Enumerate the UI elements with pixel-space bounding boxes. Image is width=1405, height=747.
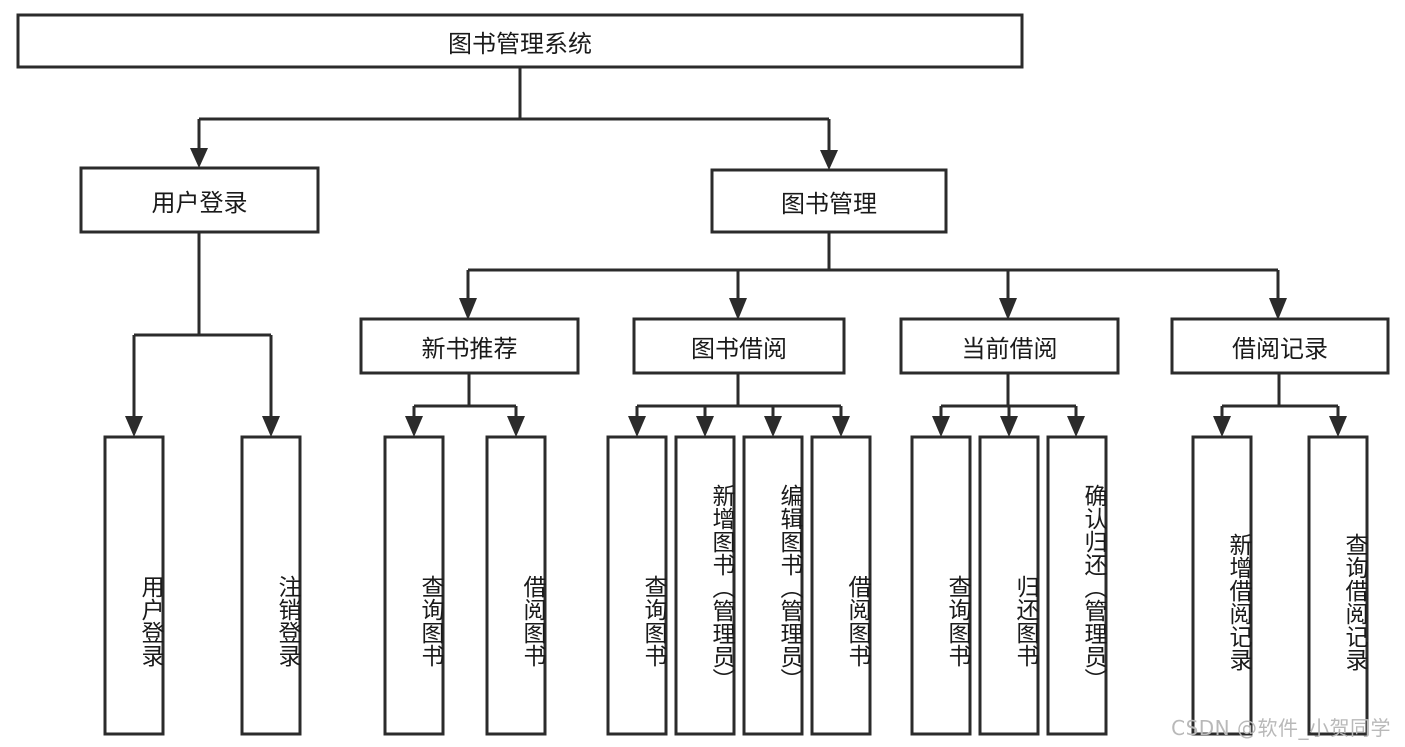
connector-book-management-to-level3 <box>459 232 1287 320</box>
node-box-leaf-borrow-book-1[interactable] <box>485 435 547 736</box>
arrow-leaf-query-book-2 <box>628 416 646 437</box>
node-box-leaf-query-record[interactable] <box>1307 435 1369 736</box>
arrow-leaf-query-book-1 <box>405 416 423 437</box>
arrow-leaf-confirm-return <box>1067 416 1085 437</box>
arrow-leaf-borrow-book-1 <box>507 416 525 437</box>
arrow-leaf-logout <box>262 416 280 437</box>
connector-user-login-to-leaves <box>125 232 280 437</box>
node-box-book-management[interactable] <box>710 168 948 234</box>
arrow-leaf-edit-book <box>764 416 782 437</box>
connector-current-borrow-to-leaves <box>932 373 1085 437</box>
arrow-book-management <box>820 150 838 170</box>
node-box-new-book-recommend[interactable] <box>359 317 580 375</box>
node-box-user-login[interactable] <box>79 166 320 234</box>
arrow-leaf-query-book-3 <box>932 416 950 437</box>
arrow-leaf-user-login <box>125 416 143 437</box>
node-box-leaf-return-book[interactable] <box>978 435 1040 736</box>
arrow-leaf-query-record <box>1329 416 1347 437</box>
node-box-leaf-confirm-return[interactable] <box>1046 435 1108 736</box>
node-box-leaf-user-login[interactable] <box>103 435 165 736</box>
node-box-leaf-add-record[interactable] <box>1191 435 1253 736</box>
node-box-book-borrow[interactable] <box>632 317 846 375</box>
arrow-leaf-add-record <box>1213 416 1231 437</box>
node-box-leaf-borrow-book-2[interactable] <box>810 435 872 736</box>
connector-root-to-level2 <box>190 67 838 170</box>
node-box-root[interactable] <box>16 13 1024 69</box>
node-box-leaf-edit-book[interactable] <box>742 435 804 736</box>
node-box-leaf-query-book-3[interactable] <box>910 435 972 736</box>
connector-borrow-record-to-leaves <box>1213 373 1347 437</box>
node-box-leaf-add-book[interactable] <box>674 435 736 736</box>
node-box-current-borrow[interactable] <box>899 317 1120 375</box>
watermark-text: CSDN @软件_小贺同学 <box>1171 716 1391 740</box>
arrow-leaf-borrow-book-2 <box>832 416 850 437</box>
arrow-borrow-record <box>1269 298 1287 320</box>
node-box-leaf-query-book-2[interactable] <box>606 435 668 736</box>
arrow-current-borrow <box>999 298 1017 320</box>
node-box-leaf-logout[interactable] <box>240 435 302 736</box>
arrow-leaf-add-book <box>696 416 714 437</box>
node-box-borrow-record[interactable] <box>1170 317 1390 375</box>
node-box-leaf-query-book-1[interactable] <box>383 435 445 736</box>
connector-new-book-to-leaves <box>405 373 525 437</box>
connector-book-borrow-to-leaves <box>628 373 850 437</box>
arrow-user-login <box>190 148 208 168</box>
arrow-leaf-return-book <box>1000 416 1018 437</box>
arrow-new-book-recommend <box>459 298 477 320</box>
arrow-book-borrow <box>729 298 747 320</box>
